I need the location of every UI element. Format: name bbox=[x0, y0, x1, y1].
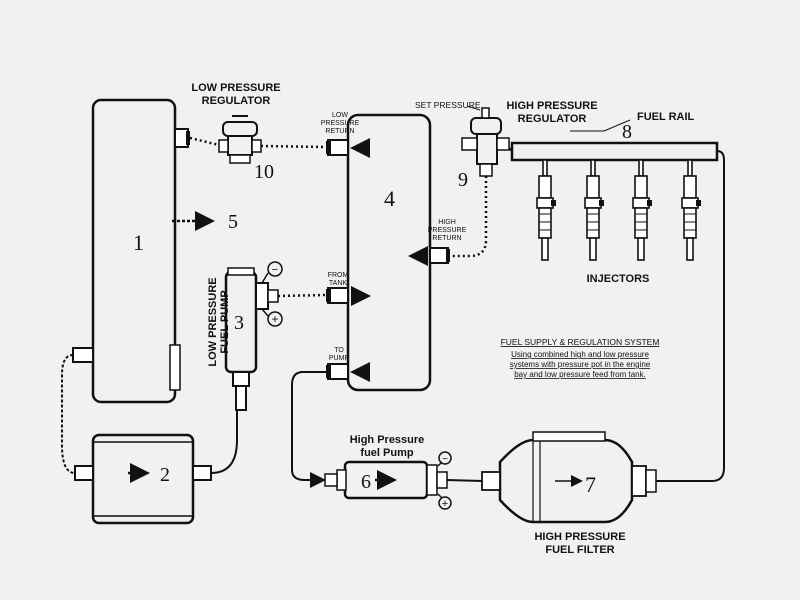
svg-text:PUMP: PUMP bbox=[329, 355, 350, 362]
svg-text:PRESSURE: PRESSURE bbox=[321, 120, 360, 127]
component-number-5: 5 bbox=[228, 211, 238, 233]
svg-text:REGULATOR: REGULATOR bbox=[518, 113, 587, 125]
svg-text:LOW: LOW bbox=[332, 112, 348, 119]
set-pressure-label: SET PRESSURE bbox=[415, 100, 481, 111]
svg-text:fuel Pump: fuel Pump bbox=[360, 447, 413, 459]
high-pressure-regulator-label: HIGH PRESSURE REGULATOR bbox=[506, 100, 597, 125]
surge-tank bbox=[326, 113, 450, 392]
injectors bbox=[536, 159, 701, 261]
svg-text:LOW PRESSURE: LOW PRESSURE bbox=[191, 82, 280, 94]
component-number-9: 9 bbox=[458, 169, 468, 191]
component-number-1: 1 bbox=[133, 230, 144, 255]
fuel-rail bbox=[510, 141, 719, 162]
svg-text:systems with pressure pot in t: systems with pressure pot in the engine bbox=[510, 360, 651, 369]
svg-text:High Pressure: High Pressure bbox=[350, 434, 425, 446]
svg-text:SET PRESSURE: SET PRESSURE bbox=[415, 100, 481, 110]
svg-text:HIGH PRESSURE: HIGH PRESSURE bbox=[506, 100, 597, 112]
svg-text:RETURN: RETURN bbox=[325, 128, 354, 135]
injector bbox=[584, 159, 604, 261]
high-pressure-filter bbox=[481, 431, 657, 524]
svg-text:HIGH PRESSURE: HIGH PRESSURE bbox=[534, 531, 625, 543]
injector bbox=[536, 159, 556, 261]
component-number-2: 2 bbox=[160, 464, 170, 486]
svg-text:TO: TO bbox=[334, 347, 344, 354]
to-pump-label: TO PUMP bbox=[329, 347, 350, 362]
svg-text:FUEL SUPPLY & REGULATION SYSTE: FUEL SUPPLY & REGULATION SYSTEM bbox=[501, 337, 660, 347]
svg-text:FROM: FROM bbox=[328, 272, 349, 279]
component-number-7: 7 bbox=[585, 472, 596, 497]
svg-text:LOW PRESSURE: LOW PRESSURE bbox=[207, 277, 219, 366]
high-pressure-fuel-filter-label: HIGH PRESSURE FUEL FILTER bbox=[534, 531, 625, 556]
injector bbox=[632, 159, 652, 261]
minus-terminal-icon: − bbox=[442, 454, 448, 465]
svg-text:TANK: TANK bbox=[329, 280, 347, 287]
svg-text:bay and low pressure feed from: bay and low pressure feed from tank. bbox=[514, 370, 646, 379]
svg-text:FUEL PUMP: FUEL PUMP bbox=[219, 290, 231, 353]
svg-text:Using combined high and low pr: Using combined high and low pressure bbox=[511, 350, 649, 359]
plus-terminal-icon: + bbox=[442, 498, 448, 510]
component-number-4: 4 bbox=[384, 186, 395, 211]
high-pressure-return-label: HIGH PRESSURE RETURN bbox=[428, 219, 467, 242]
fuel-lines bbox=[61, 136, 725, 488]
low-pressure-regulator bbox=[218, 115, 262, 164]
high-pressure-pump bbox=[324, 451, 452, 510]
low-pressure-return-label: LOW PRESSURE RETURN bbox=[321, 112, 360, 135]
high-pressure-regulator bbox=[461, 107, 510, 177]
svg-text:FUEL FILTER: FUEL FILTER bbox=[545, 544, 614, 556]
plus-terminal-icon: + bbox=[271, 312, 278, 326]
svg-text:FUEL RAIL: FUEL RAIL bbox=[637, 111, 695, 123]
high-pressure-fuel-pump-label: High Pressure fuel Pump bbox=[350, 434, 425, 459]
injectors-label: INJECTORS bbox=[587, 273, 650, 285]
component-number-10: 10 bbox=[254, 161, 274, 183]
injector bbox=[681, 159, 701, 261]
low-pressure-filter bbox=[74, 433, 212, 525]
component-number-6: 6 bbox=[361, 471, 371, 493]
svg-text:PRESSURE: PRESSURE bbox=[428, 227, 467, 234]
minus-terminal-icon: − bbox=[272, 264, 278, 276]
fuel-rail-label: FUEL RAIL bbox=[570, 111, 695, 132]
fuel-tank bbox=[72, 98, 190, 404]
low-pressure-regulator-label: LOW PRESSURE REGULATOR bbox=[191, 82, 280, 107]
component-number-3: 3 bbox=[234, 312, 244, 334]
svg-text:REGULATOR: REGULATOR bbox=[202, 95, 271, 107]
svg-text:RETURN: RETURN bbox=[432, 235, 461, 242]
caption: FUEL SUPPLY & REGULATION SYSTEM Using co… bbox=[501, 337, 660, 379]
svg-text:HIGH: HIGH bbox=[438, 219, 456, 226]
low-pressure-fuel-pump-label: LOW PRESSURE FUEL PUMP bbox=[207, 277, 231, 366]
low-pressure-pump bbox=[224, 261, 283, 411]
from-tank-label: FROM TANK bbox=[328, 272, 349, 287]
component-number-8: 8 bbox=[622, 121, 632, 143]
